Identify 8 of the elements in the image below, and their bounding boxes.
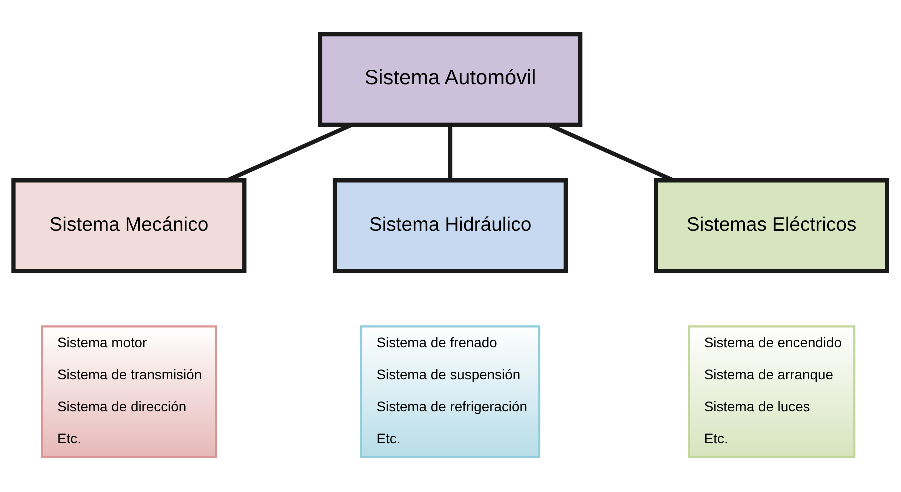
node-box: Sistema Hidráulico [332, 178, 568, 274]
node-box: Sistema Mecánico [12, 178, 247, 274]
node-box: Sistema motor Sistema de transmisión Sistema de dirección Etc. [41, 326, 218, 458]
connector [448, 125, 453, 180]
node-box: Sistemas Eléctricos [654, 178, 890, 274]
node-box: Sistema Automóvil [318, 32, 583, 128]
node-box: Sistema de frenado Sistema de suspensión Sistema de refrigeración Etc. [360, 326, 541, 458]
node-box: Sistema de encendido Sistema de arranque Sistema de luces Etc. [688, 326, 856, 458]
